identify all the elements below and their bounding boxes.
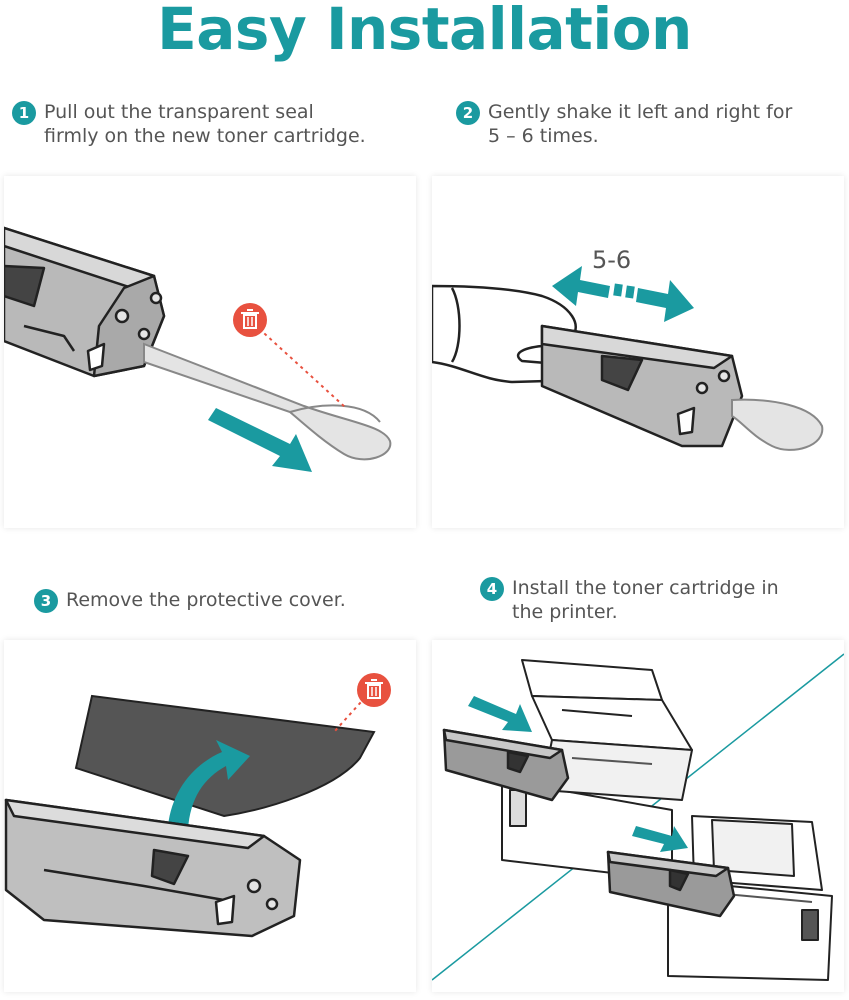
shake-arrows-icon [552, 266, 694, 322]
insert-arrow-icon [468, 696, 532, 732]
step-1-badge: 1 [12, 101, 36, 125]
step-3-illustration [4, 640, 416, 992]
toner-cartridge [606, 850, 736, 918]
step-3-caption: 3 Remove the protective cover. [34, 588, 346, 613]
step-4-badge: 4 [480, 577, 504, 601]
step-3-text: Remove the protective cover. [66, 589, 346, 611]
step-1-illustration [4, 176, 416, 528]
step-4-caption: 4 Install the toner cartridge in the pri… [480, 576, 779, 624]
pull-direction-arrow-icon [208, 408, 312, 472]
step-3-badge: 3 [34, 589, 58, 613]
transparent-seal [731, 398, 824, 451]
page-title: Easy Installation [157, 0, 692, 63]
toner-cartridge [442, 728, 570, 802]
step-2-caption: 2 Gently shake it left and right for 5 –… [456, 100, 792, 148]
transparent-seal [143, 342, 392, 461]
insert-arrow-icon [632, 826, 688, 852]
step-1-caption: 1 Pull out the transparent seal firmly o… [12, 100, 366, 148]
toner-cartridge [4, 798, 302, 938]
toner-cartridge [4, 226, 166, 378]
step-2-text: Gently shake it left and right for 5 – 6… [488, 101, 793, 147]
step-2-illustration: 5-6 [432, 176, 844, 528]
step-1-text: Pull out the transparent seal firmly on … [44, 101, 366, 147]
hand-illustration [432, 284, 591, 384]
lift-arrow-icon [168, 740, 250, 830]
step-2-badge: 2 [456, 101, 480, 125]
step-4-illustration [432, 640, 844, 992]
step-4-text: Install the toner cartridge in the print… [512, 577, 779, 623]
toner-cartridge [540, 324, 744, 448]
shake-count-label: 5-6 [592, 246, 631, 274]
trash-icon [233, 303, 267, 337]
trash-icon [357, 673, 391, 707]
